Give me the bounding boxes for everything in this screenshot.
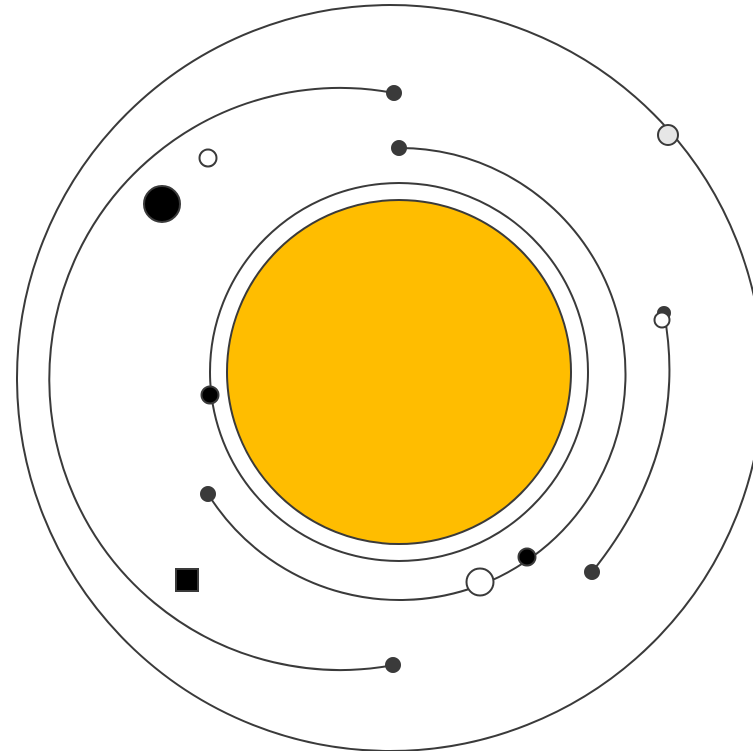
planet-dot-inner-top xyxy=(391,140,407,156)
planet-black-lower-right xyxy=(519,549,536,566)
planet-large-black xyxy=(144,186,180,222)
planet-ring-large-bottom xyxy=(467,569,494,596)
planet-ring-right-small xyxy=(655,313,670,328)
planet-dot-top xyxy=(386,85,402,101)
planet-black-inner-left xyxy=(202,387,219,404)
planet-dot-right-bottom xyxy=(584,564,600,580)
planet-light-gray-right xyxy=(658,125,678,145)
planet-ring-small-upper-left xyxy=(200,150,217,167)
sun-circle xyxy=(227,200,571,544)
planet-square-lower-left xyxy=(176,569,198,591)
orbit-arc-right-medium xyxy=(592,313,669,572)
planet-dot-bottom xyxy=(385,657,401,673)
planet-dot-lower-left xyxy=(200,486,216,502)
